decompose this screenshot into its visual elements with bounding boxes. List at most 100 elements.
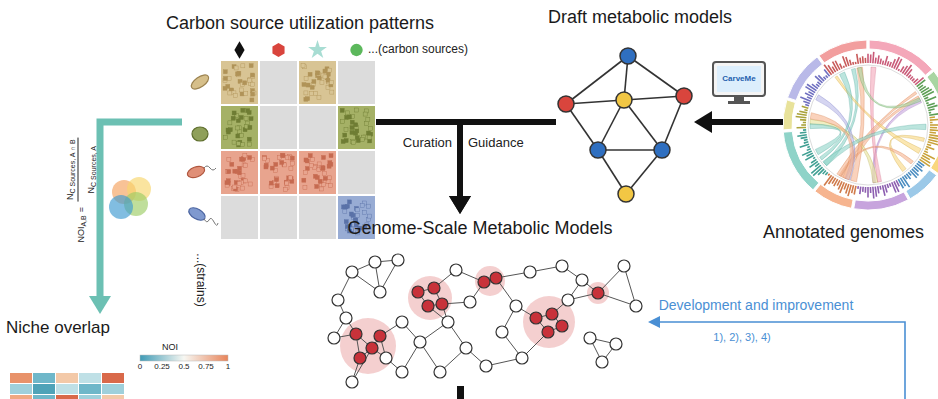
network-node xyxy=(412,286,424,298)
growth-dot xyxy=(232,185,236,189)
growth-dot xyxy=(236,142,240,146)
gene-bar xyxy=(882,185,885,195)
growth-dot xyxy=(310,85,314,89)
growth-dot xyxy=(347,115,351,119)
carbon-source-symbol xyxy=(272,43,284,57)
monitor-base xyxy=(728,101,750,104)
growth-dot xyxy=(240,157,244,161)
matrix-cell xyxy=(260,61,297,104)
module-highlight xyxy=(340,318,396,374)
network-node xyxy=(530,312,542,324)
growth-dot xyxy=(308,72,312,76)
growth-dot xyxy=(301,64,305,68)
growth-dot xyxy=(316,72,320,76)
pipeline-arrow xyxy=(694,111,783,133)
growth-dot xyxy=(269,181,273,185)
network-node xyxy=(369,256,381,268)
growth-dot xyxy=(223,76,227,80)
growth-dot xyxy=(228,128,232,132)
feedback-label: Development and improvement xyxy=(659,298,854,313)
feedback-arrow xyxy=(648,316,905,399)
heatmap-cell xyxy=(56,384,78,394)
network-node xyxy=(556,260,568,272)
matrix-cell xyxy=(338,106,375,149)
gene-bar xyxy=(811,159,816,163)
growth-dot xyxy=(228,121,232,125)
growth-dot xyxy=(262,156,266,160)
growth-dot xyxy=(303,170,307,174)
merge-arrow xyxy=(449,122,556,214)
growth-dot xyxy=(345,204,349,208)
network-node xyxy=(558,96,574,112)
growth-dot xyxy=(232,140,236,144)
matrix-cell xyxy=(260,151,297,194)
strain-icon xyxy=(192,127,208,141)
growth-dot xyxy=(340,119,344,123)
growth-dot xyxy=(251,92,255,96)
heatmap-cell xyxy=(79,384,101,394)
gene-bar xyxy=(825,172,827,175)
heatmap-cell xyxy=(10,373,32,383)
network-node xyxy=(340,312,352,324)
growth-dot xyxy=(351,140,355,144)
growth-dot xyxy=(230,162,234,166)
arrowhead xyxy=(449,196,471,214)
gene-bar xyxy=(855,62,857,64)
growth-dot xyxy=(234,66,238,70)
gene-bar xyxy=(930,122,933,124)
growth-dot xyxy=(308,154,312,158)
growth-dot xyxy=(326,78,330,82)
growth-dot xyxy=(248,78,252,82)
network-edge xyxy=(624,100,662,150)
gene-bar xyxy=(929,137,938,139)
gene-bar xyxy=(930,116,935,118)
growth-dot xyxy=(289,167,293,171)
growth-dot xyxy=(368,139,372,143)
niche-heatmap: Niche overlap xyxy=(0,314,132,399)
genome-segment xyxy=(819,40,867,63)
gene-bar xyxy=(796,116,807,117)
growth-dot xyxy=(363,112,367,116)
growth-dot xyxy=(251,73,255,77)
growth-dot xyxy=(313,164,317,168)
growth-dot xyxy=(305,167,309,171)
growth-dot xyxy=(239,115,243,119)
gene-bar xyxy=(928,139,937,141)
growth-dot xyxy=(251,82,255,86)
genome-circos-plot xyxy=(783,40,938,210)
gene-bar xyxy=(908,75,911,78)
growth-dot xyxy=(315,184,319,188)
growth-dot xyxy=(264,163,268,167)
network-node xyxy=(374,286,386,298)
gene-bar xyxy=(804,142,809,143)
growth-dot xyxy=(227,157,231,161)
carbon-source-symbol xyxy=(308,40,327,58)
arrowhead xyxy=(449,196,471,214)
gene-bar xyxy=(801,137,808,138)
venn-circle xyxy=(109,195,133,219)
growth-dot xyxy=(327,164,331,168)
draft-network xyxy=(558,48,692,202)
formula-term: N xyxy=(87,187,97,194)
growth-dot xyxy=(350,130,354,134)
growth-dot xyxy=(327,68,331,72)
merge-arrow xyxy=(376,122,471,214)
matrix-cell xyxy=(299,106,336,149)
strain-icon xyxy=(186,164,206,180)
gene-bar xyxy=(846,57,849,66)
growth-dot xyxy=(243,179,247,183)
node-heading: Niche overlap xyxy=(6,318,110,338)
gene-bar xyxy=(928,109,934,111)
growth-dot xyxy=(247,137,251,141)
heatmap-cell xyxy=(102,395,124,399)
growth-dot xyxy=(235,126,239,130)
network-node xyxy=(422,300,434,312)
gene-bar xyxy=(882,61,885,65)
growth-dot xyxy=(231,116,235,120)
network-node xyxy=(450,264,462,276)
growth-dot xyxy=(304,76,308,80)
growth-dot xyxy=(368,214,372,218)
gene-bar xyxy=(805,105,809,106)
growth-dot xyxy=(347,200,351,204)
